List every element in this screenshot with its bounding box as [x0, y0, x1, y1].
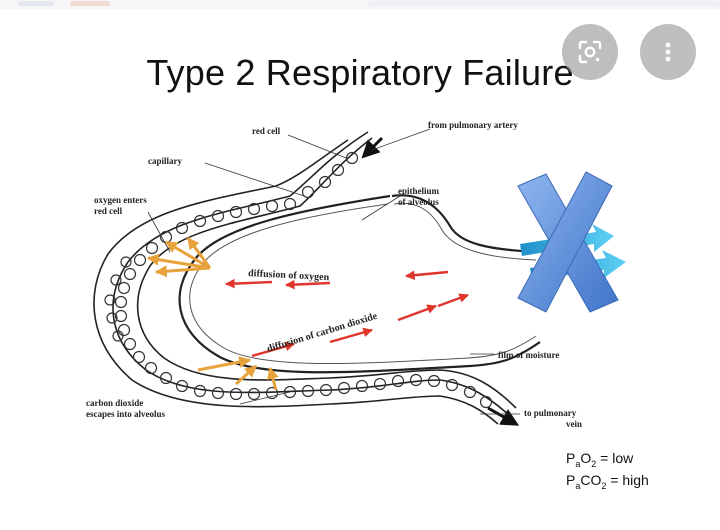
- more-vert-icon: [665, 42, 671, 62]
- film-of-moisture-line: [189, 202, 537, 365]
- co2-arrow: [251, 341, 295, 358]
- co2-diffusion-arrows: [251, 293, 469, 358]
- tab-chip: [18, 1, 54, 6]
- label-vein: vein: [566, 419, 582, 429]
- more-options-button[interactable]: [640, 24, 696, 80]
- label-capillary: capillary: [148, 156, 182, 166]
- oxygen-arrow: [285, 279, 331, 290]
- oxygen-entry-arrows: [146, 237, 212, 278]
- pao2-p: P: [566, 450, 576, 466]
- toolbar-strip: [368, 1, 720, 6]
- paco2-co: CO: [580, 472, 602, 488]
- oxygen-diffusion-arrows: [225, 270, 449, 290]
- oxygen-arrow: [405, 270, 449, 280]
- paco2-p: P: [566, 472, 576, 488]
- pao2-sub-a: a: [575, 458, 581, 469]
- label-red-cell-2: red cell: [94, 206, 123, 216]
- label-epithelium: epithelium: [398, 186, 440, 196]
- label-film-of-moisture: film of moisture: [498, 350, 559, 360]
- browser-top-strip: [0, 0, 720, 9]
- lens-search-icon: [578, 40, 602, 64]
- leader-lines: [147, 128, 520, 415]
- label-co2-escapes-1: carbon dioxide: [86, 398, 143, 408]
- oxygen-arrow: [225, 278, 273, 289]
- label-of-alveolus: of alveolus: [398, 197, 439, 207]
- label-from-pulmonary-artery: from pulmonary artery: [428, 120, 518, 130]
- slide-title: Type 2 Respiratory Failure: [146, 52, 574, 93]
- label-to-pulmonary: to pulmonary: [524, 408, 577, 418]
- label-red-cell: red cell: [252, 126, 281, 136]
- red-cells: [104, 151, 493, 409]
- outflow-arrow: [487, 406, 520, 426]
- lens-search-button[interactable]: [562, 24, 618, 80]
- pao2-line: PaO2 = low: [566, 450, 633, 469]
- co2-arrow: [397, 304, 437, 322]
- label-co2-escapes-2: escapes into alveolus: [86, 409, 165, 419]
- label-diffusion-of-oxygen: diffusion of oxygen: [248, 268, 330, 283]
- pao2-value: = low: [596, 450, 634, 466]
- co2-arrow: [329, 327, 373, 344]
- inflow-arrow: [361, 136, 384, 159]
- tab-chip: [70, 1, 110, 6]
- paco2-sub-2: 2: [601, 480, 607, 491]
- pao2-sub-2: 2: [591, 458, 597, 469]
- blocked-cross-icon: [517, 171, 619, 313]
- co2-arrow: [437, 293, 469, 308]
- paco2-line: PaCO2 = high: [566, 472, 649, 491]
- co2-escape-arrows: [197, 356, 279, 391]
- pao2-o: O: [580, 450, 592, 466]
- alveolus-wall: [178, 194, 541, 374]
- label-oxygen-enters: oxygen enters: [94, 195, 147, 205]
- paco2-value: = high: [606, 472, 649, 488]
- paco2-sub-a: a: [575, 480, 581, 491]
